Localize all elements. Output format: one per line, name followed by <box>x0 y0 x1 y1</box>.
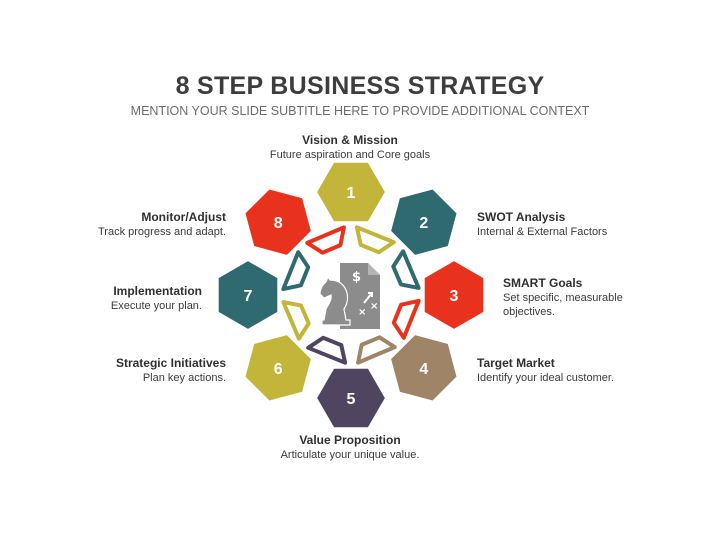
step-connector-7 <box>281 250 311 292</box>
svg-text:×: × <box>358 307 366 318</box>
step-desc-6: Plan key actions. <box>142 372 226 384</box>
step-number-4: 4 <box>419 361 428 378</box>
chess-knight-icon <box>319 275 351 326</box>
step-heading-6: Strategic Initiatives <box>115 356 226 370</box>
step-connector-5 <box>306 335 348 365</box>
step-label-5: Value Proposition Articulate your unique… <box>250 432 450 462</box>
step-connector-8 <box>305 225 346 255</box>
chess-knight-strategy-icon: $ × × <box>319 263 380 329</box>
step-desc-4: Identify your ideal customer. <box>477 372 614 384</box>
step-hexagon-2 <box>389 187 459 257</box>
step-hexagon-1 <box>315 160 387 224</box>
step-label-4: Target Market Identify your ideal custom… <box>477 355 657 385</box>
step-desc-1: Future aspiration and Core goals <box>269 149 431 161</box>
step-hexagon-4 <box>389 333 459 403</box>
step-label-3: SMART Goals Set specific, measurable obj… <box>503 275 633 319</box>
svg-text:×: × <box>370 301 378 312</box>
strategy-document-icon <box>340 263 380 329</box>
step-number-8: 8 <box>274 215 283 232</box>
step-heading-3: SMART Goals <box>503 276 583 290</box>
step-connector-1 <box>354 225 396 255</box>
step-connector-2 <box>391 249 421 290</box>
step-heading-5: Value Proposition <box>299 433 401 447</box>
step-label-7: Implementation Execute your plan. <box>22 283 202 313</box>
step-connector-3 <box>391 298 421 340</box>
step-connector-4 <box>356 335 397 365</box>
step-label-1: Vision & Mission Future aspiration and C… <box>250 132 450 162</box>
step-desc-5: Articulate your unique value. <box>280 449 420 461</box>
step-hexagon-5 <box>315 366 387 430</box>
step-number-6: 6 <box>274 361 283 378</box>
step-hexagon-8 <box>243 187 313 257</box>
slide-subtitle: MENTION YOUR SLIDE SUBTITLE HERE TO PROV… <box>130 104 590 118</box>
step-number-1: 1 <box>347 185 356 202</box>
step-desc-8: Track progress and adapt. <box>98 226 226 238</box>
step-desc-3: Set specific, measurable objectives. <box>503 292 623 318</box>
slide-title: 8 STEP BUSINESS STRATEGY <box>175 72 545 100</box>
step-heading-2: SWOT Analysis <box>477 210 566 224</box>
step-hexagon-6 <box>243 333 313 403</box>
step-desc-7: Execute your plan. <box>110 300 202 312</box>
step-heading-1: Vision & Mission <box>302 133 398 147</box>
step-hexagon-3 <box>422 259 486 331</box>
step-desc-2: Internal & External Factors <box>477 226 608 238</box>
step-number-3: 3 <box>450 288 459 305</box>
svg-text:$: $ <box>352 270 361 285</box>
step-hexagon-7 <box>216 259 280 331</box>
step-connector-6 <box>281 300 311 341</box>
step-heading-8: Monitor/Adjust <box>141 210 226 224</box>
step-heading-7: Implementation <box>113 284 202 298</box>
step-number-2: 2 <box>419 215 428 232</box>
step-number-5: 5 <box>347 391 356 408</box>
step-number-7: 7 <box>244 288 253 305</box>
step-label-6: Strategic Initiatives Plan key actions. <box>46 355 226 385</box>
step-label-8: Monitor/Adjust Track progress and adapt. <box>46 209 226 239</box>
step-heading-4: Target Market <box>477 356 555 370</box>
step-label-2: SWOT Analysis Internal & External Factor… <box>477 209 657 239</box>
